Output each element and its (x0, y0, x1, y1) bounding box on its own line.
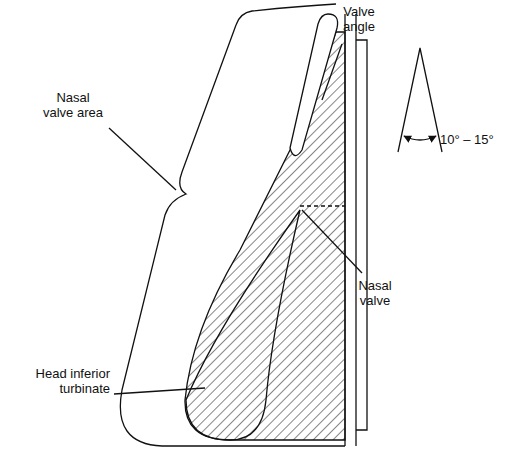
part-label: Nasal valve (346, 278, 404, 308)
cartilage-loop (290, 14, 338, 156)
angle-dimension: 10° – 15° (440, 132, 494, 147)
septum-line (355, 14, 356, 446)
leader-line (322, 44, 342, 100)
septum-line (344, 14, 345, 446)
part-label: Valve angle (330, 4, 388, 34)
part-label: Head inferior turbinate (22, 366, 110, 396)
angle-symbol (398, 48, 442, 152)
turbinate-outline (186, 210, 300, 440)
part-label: Nasal valve area (40, 90, 106, 120)
nose-outline (120, 4, 345, 446)
bracket (356, 40, 367, 430)
valve-line (300, 205, 345, 206)
leader-line (114, 388, 205, 394)
leader-line (109, 128, 176, 190)
valve-area-hatch (185, 32, 345, 440)
angle-arc (404, 136, 436, 140)
leader-line (302, 210, 362, 273)
